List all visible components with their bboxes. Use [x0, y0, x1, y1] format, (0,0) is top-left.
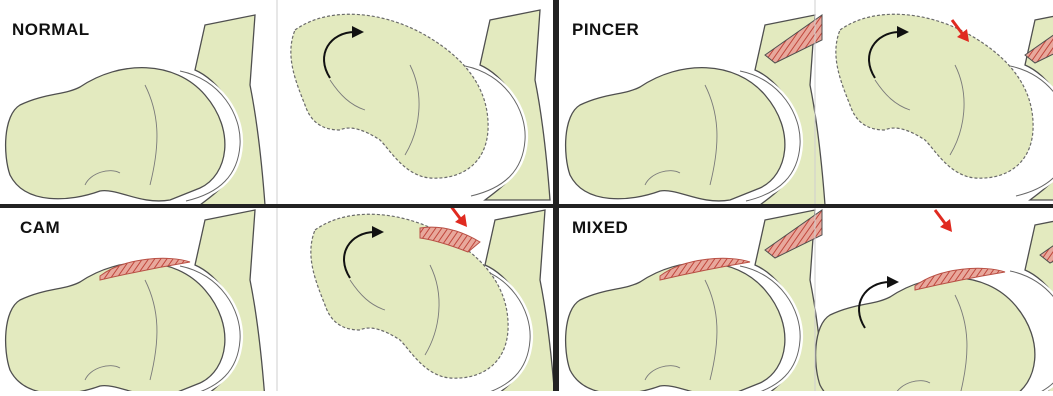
label-normal: NORMAL [12, 20, 90, 40]
femur-rotated-shape [836, 14, 1033, 178]
panel-cam-rotated [311, 205, 555, 391]
panel-normal-rotated [291, 10, 550, 200]
impingement-arrow-icon [450, 205, 467, 227]
femur-shape [6, 68, 225, 201]
femur-rotated-shape [291, 14, 488, 178]
label-mixed: MIXED [572, 218, 628, 238]
label-cam: CAM [20, 218, 60, 238]
femur-shape [566, 263, 785, 391]
panel-mixed-rotated [816, 210, 1053, 391]
panel-normal [6, 15, 265, 205]
femur-shape [816, 278, 1035, 391]
panel-pincer [566, 15, 825, 205]
panel-pincer-rotated [836, 10, 1053, 200]
label-pincer: PINCER [572, 20, 639, 40]
femur-shape [566, 68, 785, 201]
femur-shape [6, 263, 225, 391]
impingement-arrow-icon [935, 210, 952, 232]
femur-rotated-shape [311, 214, 508, 378]
